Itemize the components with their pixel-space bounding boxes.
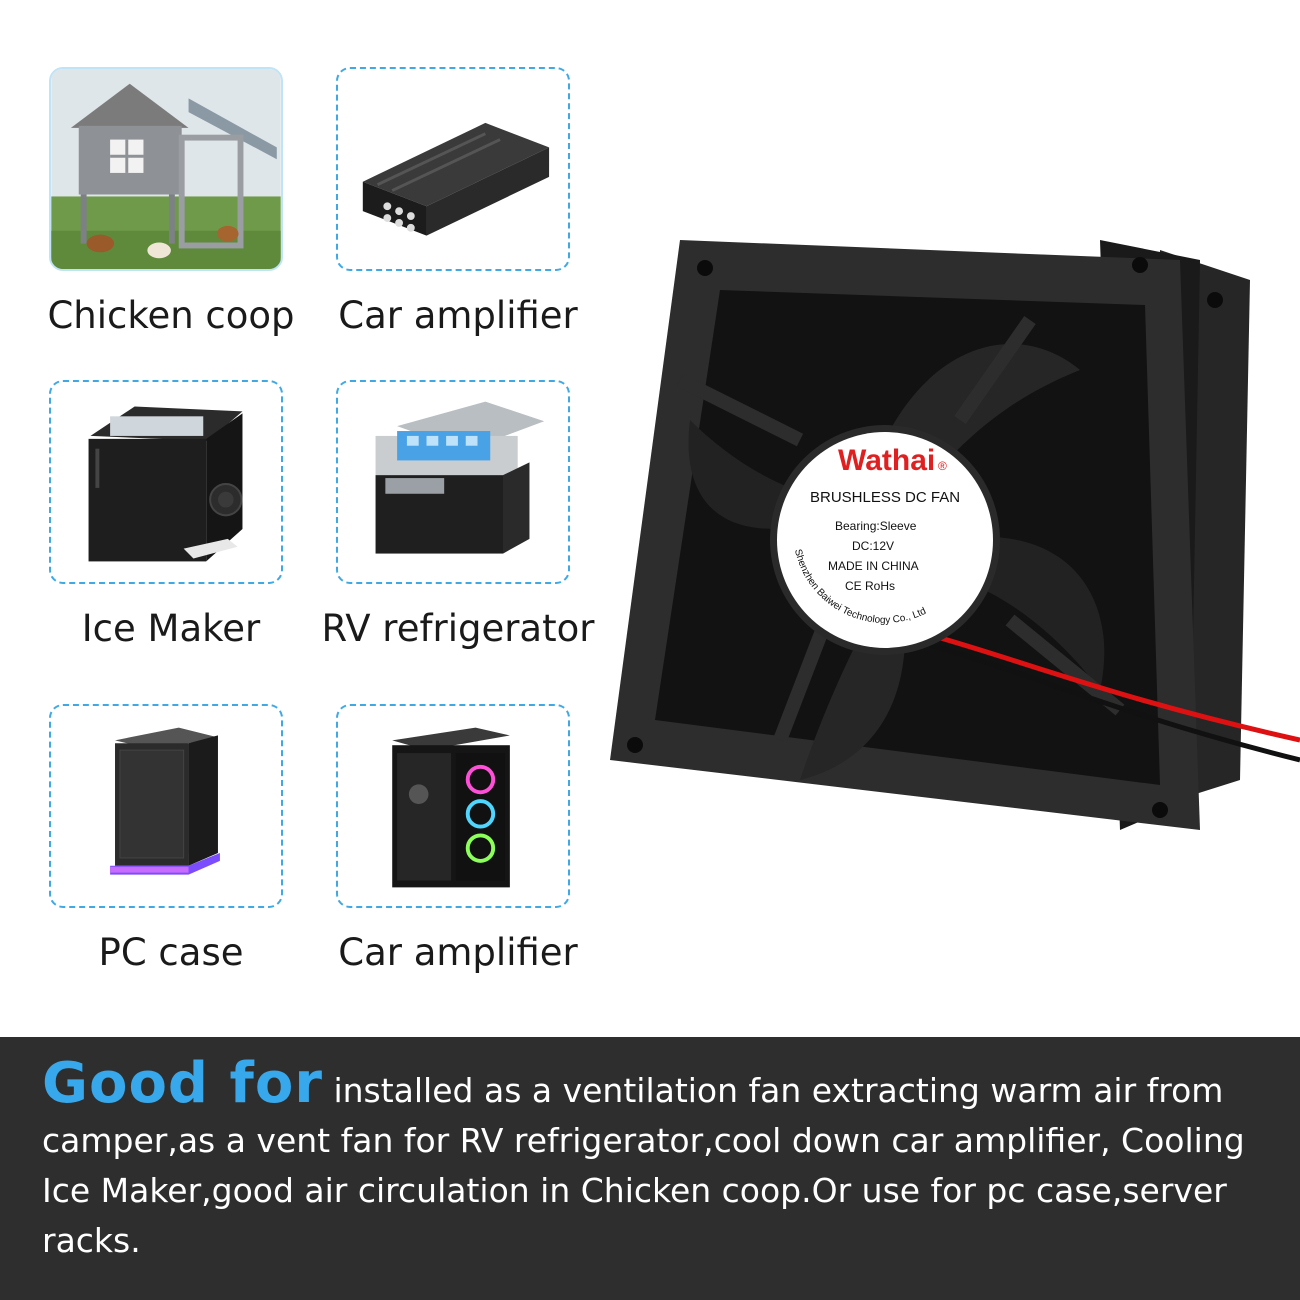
fan-brand: Wathai bbox=[838, 444, 935, 477]
caption-car-amplifier-2: Car amplifier bbox=[338, 931, 578, 974]
ice-maker-image bbox=[88, 406, 243, 562]
computer-tower-image bbox=[392, 727, 510, 888]
chicken-coop-tile bbox=[49, 67, 283, 271]
ice-maker-tile bbox=[49, 380, 283, 584]
fan-type: BRUSHLESS DC FAN bbox=[810, 489, 960, 506]
fan-registered-mark: ® bbox=[938, 459, 947, 473]
banner-highlight: Good for bbox=[42, 1051, 323, 1116]
fan-image: Wathai ® BRUSHLESS DC FAN Bearing:Sleeve… bbox=[610, 240, 1300, 830]
caption-car-amplifier-1: Car amplifier bbox=[338, 294, 578, 337]
fan-origin: MADE IN CHINA bbox=[828, 559, 919, 573]
caption-pc-case: PC case bbox=[98, 931, 244, 974]
fan-bearing: Bearing:Sleeve bbox=[835, 519, 917, 533]
pc-case-tile bbox=[49, 704, 283, 908]
car-amplifier-2-tile bbox=[336, 704, 570, 908]
pc-case-image bbox=[110, 727, 220, 875]
chicken-coop-image bbox=[51, 69, 281, 269]
car-amplifier-image bbox=[362, 122, 550, 236]
car-amplifier-tile bbox=[336, 67, 570, 271]
caption-chicken-coop: Chicken coop bbox=[47, 294, 295, 337]
fan-voltage: DC:12V bbox=[852, 539, 894, 553]
caption-rv-refrigerator: RV refrigerator bbox=[321, 607, 595, 650]
banner-paragraph: Good for installed as a ventilation fan … bbox=[42, 1056, 1270, 1266]
good-for-banner: Good for installed as a ventilation fan … bbox=[0, 1037, 1300, 1300]
rv-refrigerator-tile bbox=[336, 380, 570, 584]
banner-text: installed as a ventilation fan extractin… bbox=[42, 1071, 1245, 1260]
rv-refrigerator-image bbox=[375, 401, 545, 554]
fan-certs: CE RoHs bbox=[845, 579, 895, 593]
caption-ice-maker: Ice Maker bbox=[81, 607, 261, 650]
